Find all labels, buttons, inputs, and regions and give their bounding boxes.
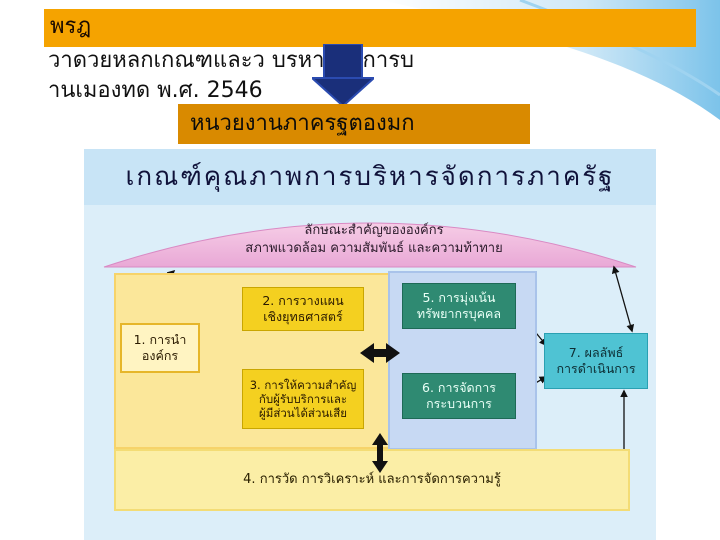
measurement-panel: 4. การวัด การวิเคราะห์ และการจัดการความร… (114, 449, 630, 511)
measurement-label: 4. การวัด การวิเคราะห์ และการจัดการความร… (243, 472, 501, 487)
hr-focus-box: 5. การมุ่งเน้น ทรัพยากรบุคคล (402, 283, 516, 329)
pmqa-diagram: เกณฑ์คุณภาพการบริหารจัดการภาครัฐ ลักษณะส… (84, 149, 656, 540)
customer-focus-box: 3. การให้ความสำคัญ กับผู้รับบริการและ ผู… (242, 369, 364, 429)
slide-title-bar: พรฎ (44, 9, 696, 47)
slide-text-line-2: านเมองทด พ.ศ. 2546 (48, 78, 263, 103)
arrow-dome-to-results (611, 265, 635, 333)
bold-connectors (360, 343, 400, 473)
context-dome (103, 222, 637, 268)
diagram-title: เกณฑ์คุณภาพการบริหารจัดการภาครัฐ (84, 149, 656, 205)
process-management-box: 6. การจัดการ กระบวนการ (402, 373, 516, 419)
bold-vertical-arrow-icon (372, 433, 388, 473)
strategy-box: 2. การวางแผน เชิงยุทธศาสตร์ (242, 287, 364, 331)
dome-label-line-2: สภาพแวดล้อม ความสัมพันธ์ และความท้าทาย (245, 241, 503, 256)
orange-callout-box: หนวยงานภาครฐตองมก (178, 104, 530, 144)
results-box: 7. ผลลัพธ์ การดำเนินการ (544, 333, 648, 389)
leadership-box: 1. การนำ องค์กร (120, 323, 200, 373)
down-arrow-icon (312, 44, 374, 106)
dome-label-line-1: ลักษณะสำคัญขององค์กร (304, 223, 444, 238)
orange-callout-text: หนวยงานภาครฐตองมก (190, 111, 415, 136)
bold-double-arrow-icon (360, 343, 400, 363)
slide-title: พรฎ (50, 14, 92, 39)
